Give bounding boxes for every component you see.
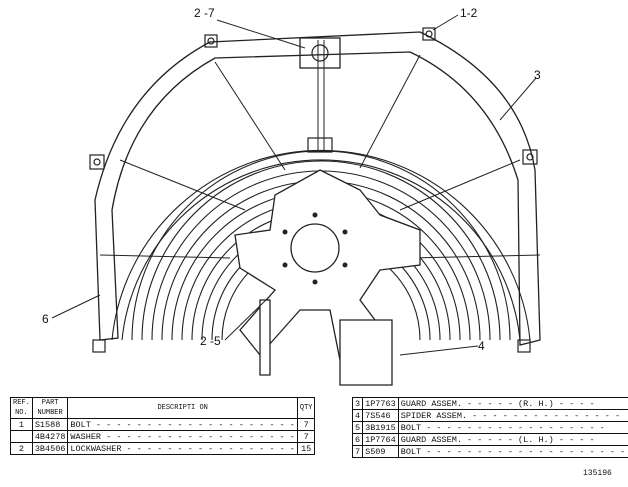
table-row: 4 7S546 SPIDER ASSEM. - - - - - - - - - … xyxy=(351,409,628,422)
qty: 7 xyxy=(296,430,316,443)
part-number: S1588 xyxy=(31,418,69,431)
figure-number: 135196 xyxy=(583,469,612,478)
part-number: 3B4506 xyxy=(31,442,69,455)
description: WASHER - - - - - - - - - - - - - - - - -… xyxy=(67,430,298,443)
description: BOLT - - - - - - - - - - - - - - - - - - xyxy=(397,421,628,434)
description: BOLT - - - - - - - - - - - - - - - - - -… xyxy=(397,445,628,458)
description: SPIDER ASSEM. - - - - - - - - - - - - - … xyxy=(397,409,628,422)
callout-6: 6 xyxy=(42,312,49,326)
table-row: 3 1P7763 GUARD ASSEM. - - - - - (R. H.) … xyxy=(351,397,628,410)
ref-no xyxy=(10,430,33,443)
table-header-row: REF. NO. PART NUMBER DESCRIPTI ON QTY xyxy=(10,397,316,419)
ref-no: 7 xyxy=(351,445,364,458)
qty-header: QTY xyxy=(296,397,316,419)
description: GUARD ASSEM. - - - - - (L. H.) - - - - xyxy=(397,433,628,446)
callout-3: 3 xyxy=(534,68,541,82)
callout-2-5: 2 -5 xyxy=(200,334,221,348)
spider-assembly xyxy=(234,169,421,386)
part-number-header: PART NUMBER xyxy=(31,397,69,419)
callout-1-2: 1-2 xyxy=(460,6,478,20)
ref-no: 1 xyxy=(10,418,33,431)
description: LOCKWASHER - - - - - - - - - - - - - - -… xyxy=(67,442,298,455)
ref-no: 2 xyxy=(10,442,33,455)
table-row: 7 S509 BOLT - - - - - - - - - - - - - - … xyxy=(351,445,628,458)
table-row: 1 S1588 BOLT - - - - - - - - - - - - - -… xyxy=(10,418,316,431)
table-row: 2 3B4506 LOCKWASHER - - - - - - - - - - … xyxy=(10,442,316,455)
part-number: 1P7764 xyxy=(362,433,399,446)
callout-2-7: 2 -7 xyxy=(194,6,215,20)
ref-no: 4 xyxy=(351,409,364,422)
parts-table-right: 3 1P7763 GUARD ASSEM. - - - - - (R. H.) … xyxy=(351,397,628,458)
description: BOLT - - - - - - - - - - - - - - - - - -… xyxy=(67,418,298,431)
parts-table-left: REF. NO. PART NUMBER DESCRIPTI ON QTY 1 … xyxy=(10,397,316,455)
description-header: DESCRIPTI ON xyxy=(67,397,298,419)
part-number: 1P7763 xyxy=(362,397,399,410)
qty: 15 xyxy=(296,442,316,455)
part-number: 4B4278 xyxy=(31,430,69,443)
part-number: 7S546 xyxy=(362,409,399,422)
part-number: 3B1915 xyxy=(362,421,399,434)
ref-no-header: REF. NO. xyxy=(10,397,33,419)
ref-no: 6 xyxy=(351,433,364,446)
ref-no: 5 xyxy=(351,421,364,434)
table-row: 6 1P7764 GUARD ASSEM. - - - - - (L. H.) … xyxy=(351,433,628,446)
callout-4: 4 xyxy=(478,339,485,353)
description: GUARD ASSEM. - - - - - (R. H.) - - - - xyxy=(397,397,628,410)
part-number: S509 xyxy=(362,445,399,458)
table-row: 4B4278 WASHER - - - - - - - - - - - - - … xyxy=(10,430,316,443)
table-row: 5 3B1915 BOLT - - - - - - - - - - - - - … xyxy=(351,421,628,434)
qty: 7 xyxy=(296,418,316,431)
ref-no: 3 xyxy=(351,397,364,410)
